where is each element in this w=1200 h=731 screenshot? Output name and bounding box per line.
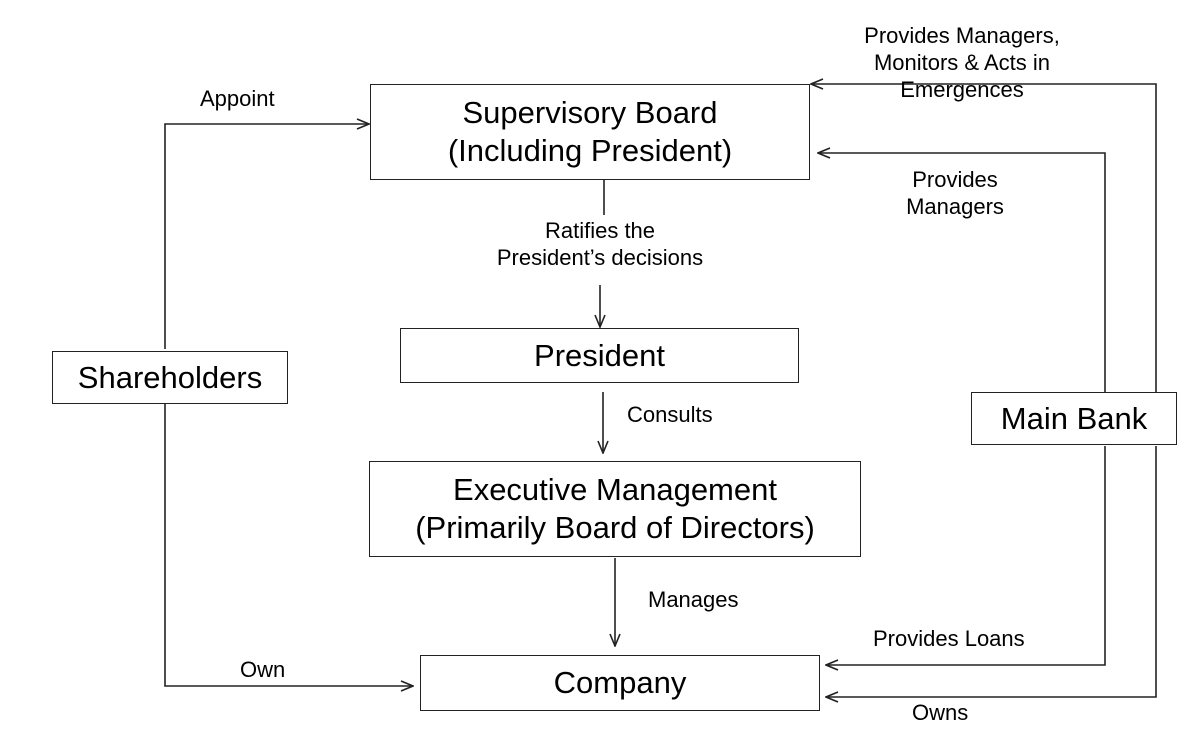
edge-appoint: [164, 124, 369, 349]
label-provides-managers: Provides Managers: [880, 166, 1030, 220]
node-main-bank-label: Main Bank: [1000, 400, 1148, 436]
node-president[interactable]: President: [400, 328, 799, 383]
node-shareholders-label: Shareholders: [77, 359, 263, 395]
label-appoint: Appoint: [200, 86, 275, 111]
node-shareholders[interactable]: Shareholders: [52, 351, 288, 404]
label-manages: Manages: [648, 587, 739, 612]
node-executive-management[interactable]: Executive Management (Primarily Board of…: [369, 461, 861, 557]
node-supervisory-board[interactable]: Supervisory Board (Including President): [370, 84, 810, 180]
node-executive-management-line1: Executive Management: [453, 472, 777, 507]
label-provides-managers-monitors-line2: Monitors & Acts in: [873, 50, 1051, 75]
edge-own: [164, 404, 413, 686]
node-executive-management-line2: (Primarily Board of Directors): [415, 510, 815, 545]
label-consults: Consults: [627, 402, 713, 427]
label-provides-loans: Provides Loans: [873, 626, 1025, 651]
edge-provides-managers: [818, 153, 1106, 392]
node-main-bank[interactable]: Main Bank: [971, 392, 1177, 445]
label-provides-managers-line2: Managers: [906, 194, 1004, 219]
label-provides-managers-monitors: Provides Managers, Monitors & Acts in Em…: [832, 22, 1092, 103]
node-supervisory-board-line1: Supervisory Board: [462, 95, 718, 130]
node-president-label: President: [534, 337, 665, 373]
label-provides-managers-monitors-line1: Provides Managers,: [864, 23, 1060, 48]
label-ratifies-line2: President’s decisions: [496, 245, 704, 270]
edge-provides-loans: [826, 446, 1106, 665]
label-own: Own: [240, 657, 286, 682]
label-owns: Owns: [912, 700, 969, 725]
edge-owns: [826, 446, 1157, 697]
label-ratifies-line1: Ratifies the: [544, 218, 656, 243]
edge-provides-managers-monitors: [811, 84, 1157, 392]
node-company[interactable]: Company: [420, 655, 820, 711]
node-company-label: Company: [553, 665, 687, 700]
node-supervisory-board-line2: (Including President): [447, 133, 733, 168]
label-ratifies: Ratifies the President’s decisions: [460, 217, 740, 271]
label-provides-managers-monitors-line3: Emergences: [900, 77, 1024, 102]
label-provides-managers-line1: Provides: [912, 167, 998, 192]
